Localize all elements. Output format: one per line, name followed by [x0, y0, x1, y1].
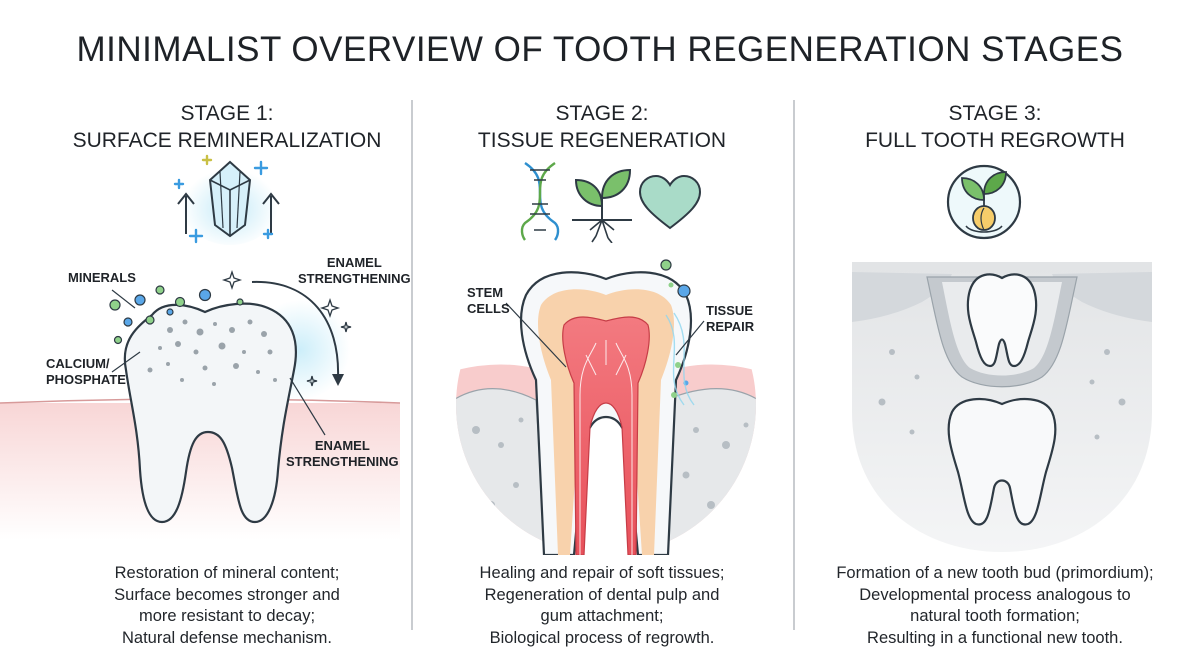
stem-cells-label: STEM CELLS	[467, 285, 510, 316]
sparkle-plus-icon	[173, 154, 274, 244]
arrow-up-icon	[177, 192, 280, 234]
mineral-particles	[109, 285, 244, 345]
stage-2-heading: STAGE 2: TISSUE REGENERATION	[402, 100, 802, 154]
stage-2-tooth-illustration	[456, 255, 756, 555]
crystal-icon	[208, 160, 252, 238]
sparkle-icon	[221, 269, 352, 387]
upper-jaw-bone	[852, 272, 1152, 322]
stage-2-number: STAGE 2:	[555, 102, 649, 125]
enamel-pores	[147, 319, 277, 386]
stage-3-name: FULL TOOTH REGROWTH	[865, 129, 1125, 152]
stage-1-name: SURFACE REMINERALIZATION	[72, 129, 382, 152]
tissue-repair-label: TISSUE REPAIR	[706, 303, 755, 334]
stage-2-description: Healing and repair of soft tissues; Rege…	[479, 564, 725, 647]
stage-3-heading: STAGE 3: FULL TOOTH REGROWTH	[795, 100, 1195, 154]
strengthening-arrow	[251, 280, 340, 379]
stage-3-tooth-illustration	[852, 262, 1152, 552]
developing-tooth-bud	[966, 273, 1038, 368]
sprout-icon	[572, 168, 632, 243]
stage-1-heading: STAGE 1: SURFACE REMINERALIZATION	[27, 100, 427, 154]
stage-1-description: Restoration of mineral content; Surface …	[114, 564, 340, 647]
column-divider-right	[793, 100, 795, 630]
column-divider-left	[411, 100, 413, 630]
stage-2-name: TISSUE REGENERATION	[477, 129, 727, 152]
stage-3-description: Formation of a new tooth bud (primordium…	[836, 564, 1154, 647]
nerve-fibers	[579, 340, 633, 555]
stage-1-icon-group	[173, 154, 280, 245]
calcium-phosphate-label: CALCIUM/ PHOSPHATE	[46, 356, 126, 387]
minerals-label: MINERALS	[68, 270, 136, 285]
stem-cell-particles	[660, 259, 691, 398]
stage-2-icon-group	[520, 162, 702, 243]
stage-3-number: STAGE 3:	[948, 102, 1042, 125]
heart-icon	[638, 174, 702, 230]
stage-1-tooth-illustration	[0, 269, 400, 540]
dental-pulp	[562, 316, 650, 555]
new-functional-tooth	[947, 397, 1057, 526]
seed-sprout-icon	[946, 164, 1022, 240]
stage-1-number: STAGE 1:	[180, 102, 274, 125]
enamel-strengthening-bottom-label: ENAMEL STRENGTHENING	[286, 438, 399, 469]
dna-icon	[520, 162, 560, 241]
repair-glow-lines	[665, 312, 695, 406]
remineralizing-tooth	[123, 302, 298, 524]
enamel-strengthening-top-label: ENAMEL STRENGTHENING	[298, 255, 411, 286]
page-title: MINIMALIST OVERVIEW OF TOOTH REGENERATIO…	[76, 30, 1124, 69]
